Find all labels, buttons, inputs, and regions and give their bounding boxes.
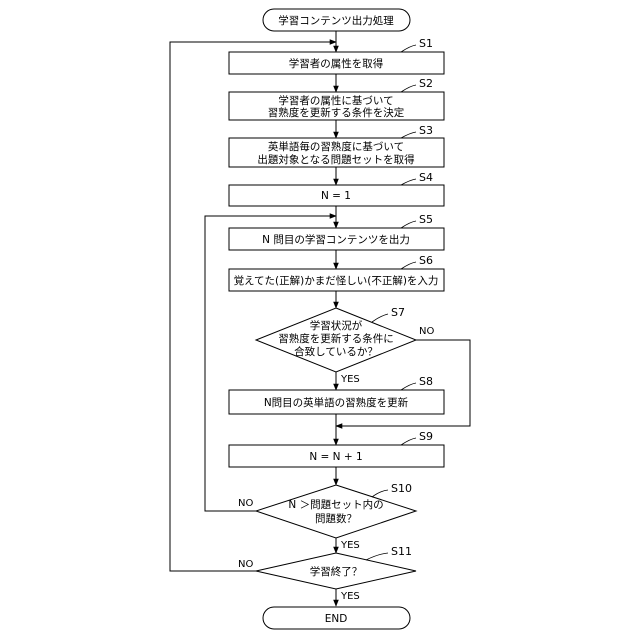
s11-no-label: NO xyxy=(238,559,253,570)
s9-id: S9 xyxy=(419,430,433,443)
s5-line-1: N 問目の学習コンテンツを出力 xyxy=(262,233,410,246)
s8-line-1: N問目の英単語の習熟度を更新 xyxy=(264,396,409,409)
s4-line-1: N = 1 xyxy=(321,190,351,202)
s4-leader xyxy=(401,179,416,185)
s2-line-2: 習熟度を更新する条件を決定 xyxy=(268,106,405,119)
s4-id: S4 xyxy=(419,171,433,184)
s7-line-1: 学習状況が xyxy=(310,319,363,332)
s3-line-2: 出題対象となる問題セットを取得 xyxy=(257,153,414,166)
start-label: 学習コンテンツ出力処理 xyxy=(278,14,394,27)
s11-line-1: 学習終了？ xyxy=(310,565,363,578)
s9-line-1: N = N + 1 xyxy=(309,451,362,463)
process-s2: 学習者の属性に基づいて 習熟度を更新する条件を決定 xyxy=(229,92,444,120)
s3-leader xyxy=(401,132,416,138)
s7-line-2: 習熟度を更新する条件に xyxy=(278,332,394,345)
s8-id: S8 xyxy=(419,375,433,388)
process-s1: 学習者の属性を取得 xyxy=(229,52,444,74)
s7-no-label: NO xyxy=(419,326,434,337)
s1-line-1: 学習者の属性を取得 xyxy=(289,57,384,70)
s9-leader xyxy=(401,438,416,445)
s11-id: S11 xyxy=(391,545,412,558)
s6-leader xyxy=(401,262,416,269)
s6-line-1: 覚えてた(正解)かまだ怪しい(不正解)を入力 xyxy=(234,274,439,287)
process-s9: N = N + 1 xyxy=(229,445,444,467)
process-s4: N = 1 xyxy=(229,185,444,206)
s3-line-1: 英単語毎の習熟度に基づいて xyxy=(268,140,404,153)
s7-leader xyxy=(372,314,388,322)
s1-leader xyxy=(401,45,416,52)
s10-id: S10 xyxy=(391,482,412,495)
process-s3: 英単語毎の習熟度に基づいて 出題対象となる問題セットを取得 xyxy=(229,138,444,167)
s10-leader xyxy=(372,490,388,497)
s7-yes-label: YES xyxy=(340,374,360,385)
s5-leader xyxy=(401,221,416,228)
s6-id: S6 xyxy=(419,254,433,267)
s10-line-1: N ＞問題セット内の xyxy=(288,498,383,511)
s10-no-label: NO xyxy=(238,498,253,509)
s3-id: S3 xyxy=(419,124,433,137)
s11-yes-label: YES xyxy=(340,591,360,602)
decision-s11: 学習終了？ xyxy=(256,553,416,589)
s2-leader xyxy=(401,85,416,92)
end-label: END xyxy=(325,613,348,625)
s2-id: S2 xyxy=(419,77,433,90)
s8-leader xyxy=(401,383,416,390)
process-s8: N問目の英単語の習熟度を更新 xyxy=(229,390,444,414)
process-s6: 覚えてた(正解)かまだ怪しい(不正解)を入力 xyxy=(229,269,444,291)
arrow-s11-no-loop xyxy=(170,42,336,571)
end-terminal: END xyxy=(263,607,410,629)
s5-id: S5 xyxy=(419,213,433,226)
process-s5: N 問目の学習コンテンツを出力 xyxy=(229,228,444,250)
s1-id: S1 xyxy=(419,37,433,50)
start-terminal: 学習コンテンツ出力処理 xyxy=(263,9,410,31)
s7-id: S7 xyxy=(391,306,405,319)
s11-leader xyxy=(366,553,388,560)
s2-line-1: 学習者の属性に基づいて xyxy=(278,94,393,107)
s7-line-3: 合致しているか？ xyxy=(294,345,378,358)
s10-line-2: 問題数？ xyxy=(315,512,357,525)
s10-yes-label: YES xyxy=(340,540,360,551)
